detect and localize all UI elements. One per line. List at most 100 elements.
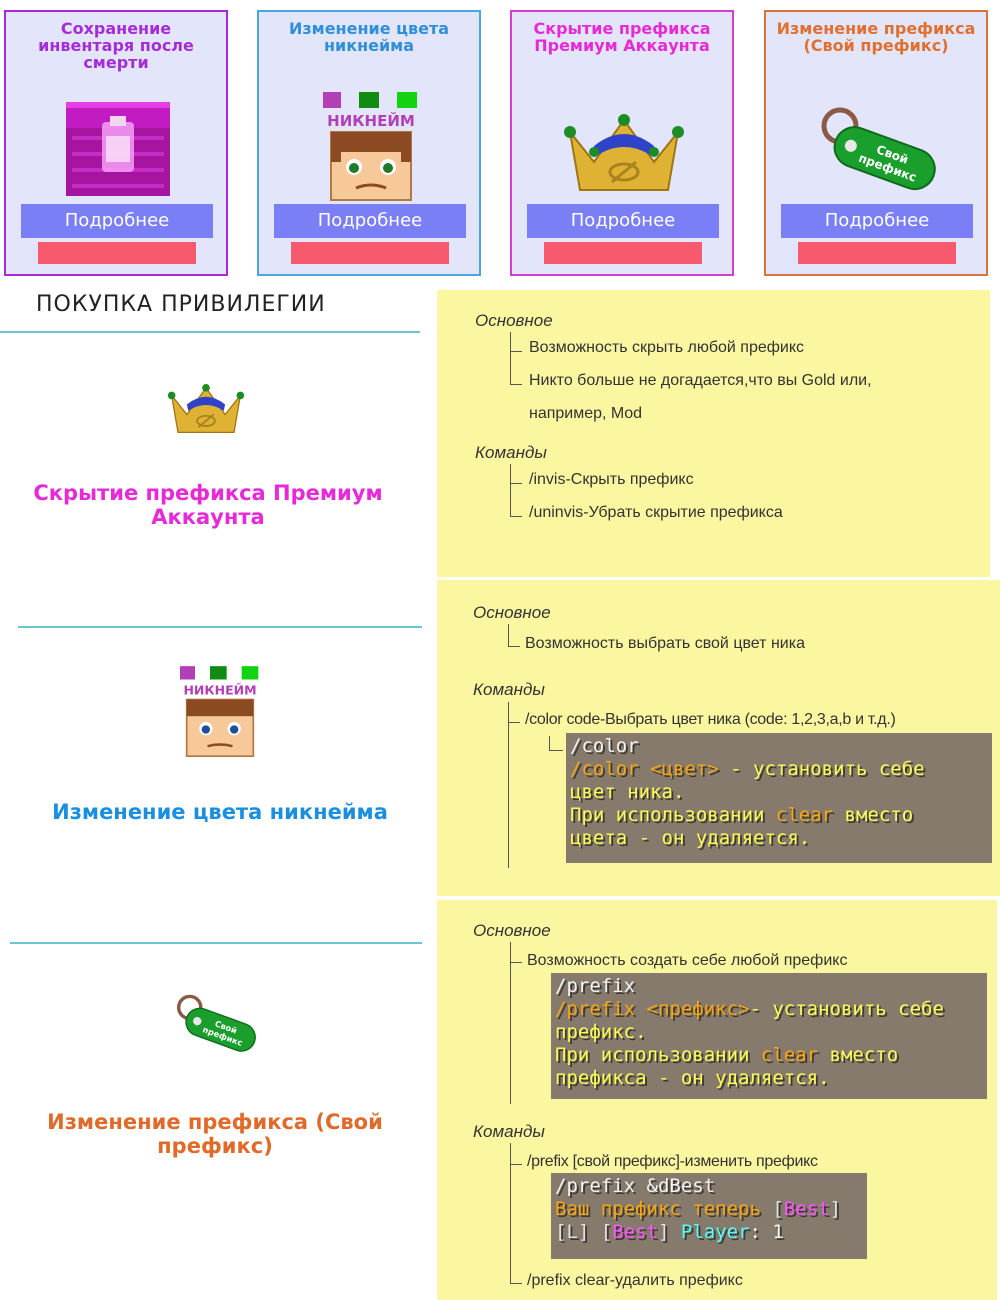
mc-text: При использовании: [555, 1044, 761, 1066]
mc-bracket: [: [600, 1221, 613, 1243]
divider: [18, 626, 422, 628]
chest-icon: [66, 102, 170, 196]
details-button[interactable]: Подробнее: [781, 204, 973, 238]
tree-line: [510, 962, 522, 963]
tree-line: [510, 483, 522, 484]
tree-line: [508, 722, 520, 723]
tree-line: [510, 1283, 522, 1284]
tree-line: [510, 1164, 522, 1165]
tree-line: [508, 646, 520, 647]
card-hide-prefix: Скрытие префикса Премиум Аккаунта Подроб…: [510, 10, 734, 276]
crown-icon: [564, 114, 684, 191]
basic-label: Основное: [473, 921, 551, 940]
crown-icon: [167, 384, 245, 433]
mc-message: : 1: [749, 1221, 784, 1243]
card-nick-color: Изменение цвета никнейма НИКНЕЙМ Подробн…: [257, 10, 481, 276]
details-button[interactable]: Подробнее: [21, 204, 213, 238]
buy-bar[interactable]: [291, 242, 449, 264]
basic-label: Основное: [475, 311, 553, 330]
mc-bracket: ]: [829, 1198, 842, 1220]
mc-title: /color: [570, 735, 639, 757]
minecraft-chat-box-example: /prefix &dBest Ваш префикс теперь [Best]…: [551, 1173, 867, 1259]
mc-command: /prefix <префикс>: [555, 998, 750, 1020]
mc-text: - установить себе: [718, 758, 925, 780]
tree-line: [510, 1143, 511, 1283]
section-heading: ПОКУПКА ПРИВИЛЕГИИ: [36, 292, 326, 317]
nickname-face-icon: НИКНЕЙМ: [323, 92, 417, 201]
command-line: /color code-Выбрать цвет ника (code: 1,2…: [525, 711, 896, 728]
privilege-title-custom-prefix: Изменение префикса (Свой префикс): [47, 1110, 383, 1158]
card-title: Скрытие префикса Премиум Аккаунта: [533, 19, 711, 55]
tree-line: [510, 384, 522, 385]
mc-title: /prefix &dBest: [555, 1175, 716, 1197]
feature-line: Никто больше не догадается,что вы Gold и…: [529, 372, 872, 389]
buy-bar[interactable]: [38, 242, 196, 264]
tree-line: [510, 332, 511, 384]
tree-line: [510, 351, 522, 352]
feature-line: Возможность скрыть любой префикс: [529, 339, 805, 356]
buy-bar[interactable]: [544, 242, 702, 264]
divider: [10, 942, 422, 944]
command-line: /invis-Скрыть префикс: [529, 471, 694, 488]
details-button[interactable]: Подробнее: [527, 204, 719, 238]
buy-bar[interactable]: [798, 242, 956, 264]
mc-player: Player: [680, 1221, 750, 1243]
mc-text: При использовании: [570, 804, 776, 826]
mc-text: префикс.: [555, 1021, 647, 1043]
mc-text: вместо: [818, 1044, 899, 1066]
mc-text: вместо: [833, 804, 914, 826]
mc-clear: clear: [775, 804, 834, 826]
mc-tag-l: [L]: [555, 1221, 590, 1243]
card-inventory: Сохранение инвентаря после смерти Подроб…: [4, 10, 228, 276]
mc-text: - установить себе: [749, 998, 944, 1020]
mc-text: Ваш префикс теперь: [555, 1198, 773, 1220]
mc-line: При использовании clear вместо: [555, 1044, 983, 1067]
command-line: /uninvis-Убрать скрытие префикса: [529, 504, 783, 521]
feature-line: Возможность создать себе любой префикс: [527, 952, 848, 969]
tree-line: [549, 750, 563, 751]
mc-line: /color <цвет> - установить себе: [570, 758, 988, 781]
basic-label: Основное: [473, 603, 551, 622]
mc-command: /color <цвет>: [570, 758, 719, 780]
mc-title: /prefix: [555, 975, 636, 997]
keytag-icon: Свой префикс: [176, 994, 256, 1052]
mc-line: Ваш префикс теперь [Best]: [555, 1198, 863, 1221]
mc-prefix-best: Best: [783, 1198, 830, 1220]
mc-clear: clear: [760, 1044, 819, 1066]
tree-line: [510, 516, 522, 517]
card-custom-prefix: Изменение префикса (Свой префикс) Свой п…: [764, 10, 988, 276]
minecraft-chat-box: /color /color <цвет> - установить себе ц…: [566, 733, 992, 863]
details-button[interactable]: Подробнее: [274, 204, 466, 238]
keytag-icon: Свой префикс: [821, 107, 936, 191]
command-line: /prefix [свой префикс]-изменить префикс: [527, 1153, 818, 1170]
mc-bracket: [: [772, 1198, 784, 1220]
card-title: Изменение префикса (Свой префикс): [776, 19, 976, 55]
svg-text:НИКНЕЙМ: НИКНЕЙМ: [183, 683, 256, 698]
card-title: Сохранение инвентаря после смерти: [38, 19, 194, 72]
commands-label: Команды: [475, 443, 547, 462]
info-panel-hide-prefix: [437, 290, 990, 577]
commands-label: Команды: [473, 680, 545, 699]
mc-text: цвета - он удаляется.: [570, 827, 811, 849]
divider: [0, 331, 420, 333]
privilege-title-nick-color: Изменение цвета никнейма: [52, 800, 388, 824]
tree-line: [508, 702, 509, 868]
feature-line: например, Mod: [529, 405, 643, 422]
mc-bracket: ]: [658, 1221, 670, 1243]
mc-text: префикса - он удаляется.: [555, 1067, 830, 1089]
tree-line: [510, 464, 511, 516]
mc-text: цвет ника.: [570, 781, 685, 803]
feature-line: Возможность выбрать свой цвет ника: [525, 635, 805, 652]
mc-line: [L] [Best] Player: 1: [555, 1221, 863, 1244]
card-title: Изменение цвета никнейма: [288, 19, 450, 55]
mc-line: /prefix <префикс>- установить себе: [555, 998, 983, 1021]
command-line: /prefix clear-удалить префикс: [527, 1272, 743, 1289]
tree-line: [549, 736, 550, 750]
tree-line: [510, 942, 511, 1104]
minecraft-chat-box: /prefix /prefix <префикс>- установить се…: [551, 973, 987, 1099]
mc-line: При использовании clear вместо: [570, 804, 988, 827]
commands-label: Команды: [473, 1122, 545, 1141]
privilege-title-hide-prefix: Скрытие префикса Премиум Аккаунта: [33, 481, 383, 529]
nickname-face-icon: НИКНЕЙМ: [180, 666, 259, 757]
tree-line: [508, 624, 509, 646]
